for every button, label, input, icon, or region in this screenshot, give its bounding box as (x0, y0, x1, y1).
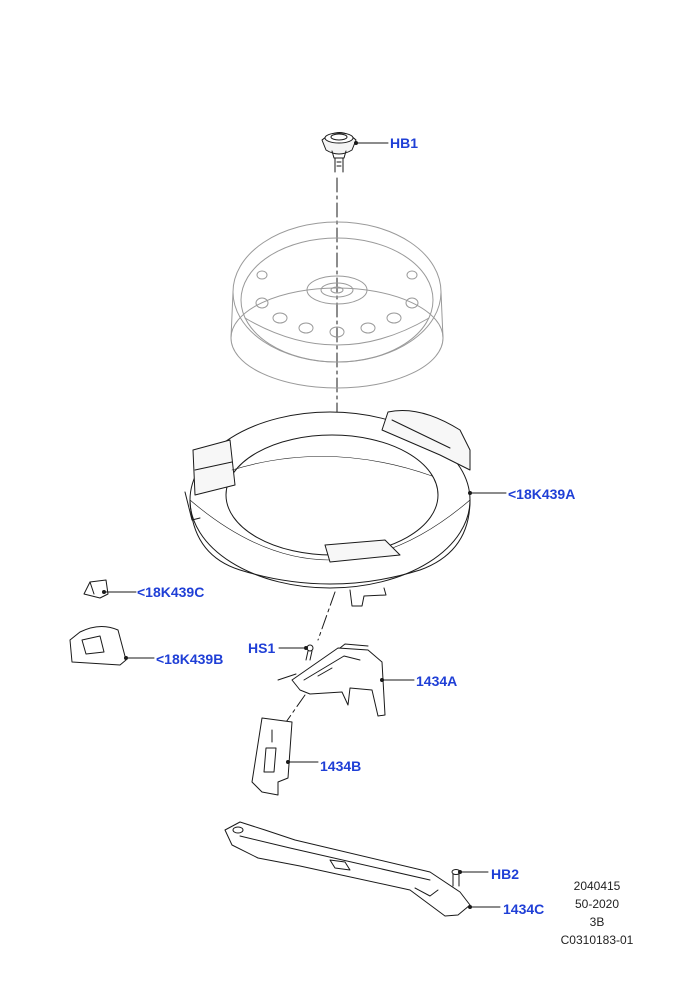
support-bracket-b (251, 717, 319, 796)
reference-line-1: 2040415 (573, 879, 621, 893)
callout-18k439b: <18K439B (156, 651, 224, 667)
hold-down-bolt (321, 132, 389, 173)
foam-cover (69, 626, 155, 666)
reference-line-4: C0310183-01 (560, 933, 634, 947)
callout-hb1: HB1 (390, 135, 419, 151)
spare-wheel-tray (184, 409, 507, 607)
reference-line-3: 3B (589, 915, 605, 929)
foam-pad-small (83, 579, 137, 599)
callout-hb2: HB2 (491, 866, 520, 882)
callout-1434a: 1434A (416, 673, 458, 689)
reference-line-2: 50-2020 (574, 897, 620, 911)
leader-markers (102, 141, 472, 909)
cross-member (224, 821, 501, 917)
callout-18k439c: <18K439C (137, 584, 205, 600)
callout-1434c: 1434C (503, 901, 545, 917)
screw-hs1 (278, 644, 314, 661)
callout-1434b: 1434B (320, 758, 362, 774)
callout-hs1: HS1 (248, 640, 276, 656)
callout-18k439a: <18K439A (508, 486, 576, 502)
support-bracket-a (277, 643, 415, 717)
spare-wheel (230, 221, 444, 389)
bolt-hb2 (451, 869, 489, 887)
